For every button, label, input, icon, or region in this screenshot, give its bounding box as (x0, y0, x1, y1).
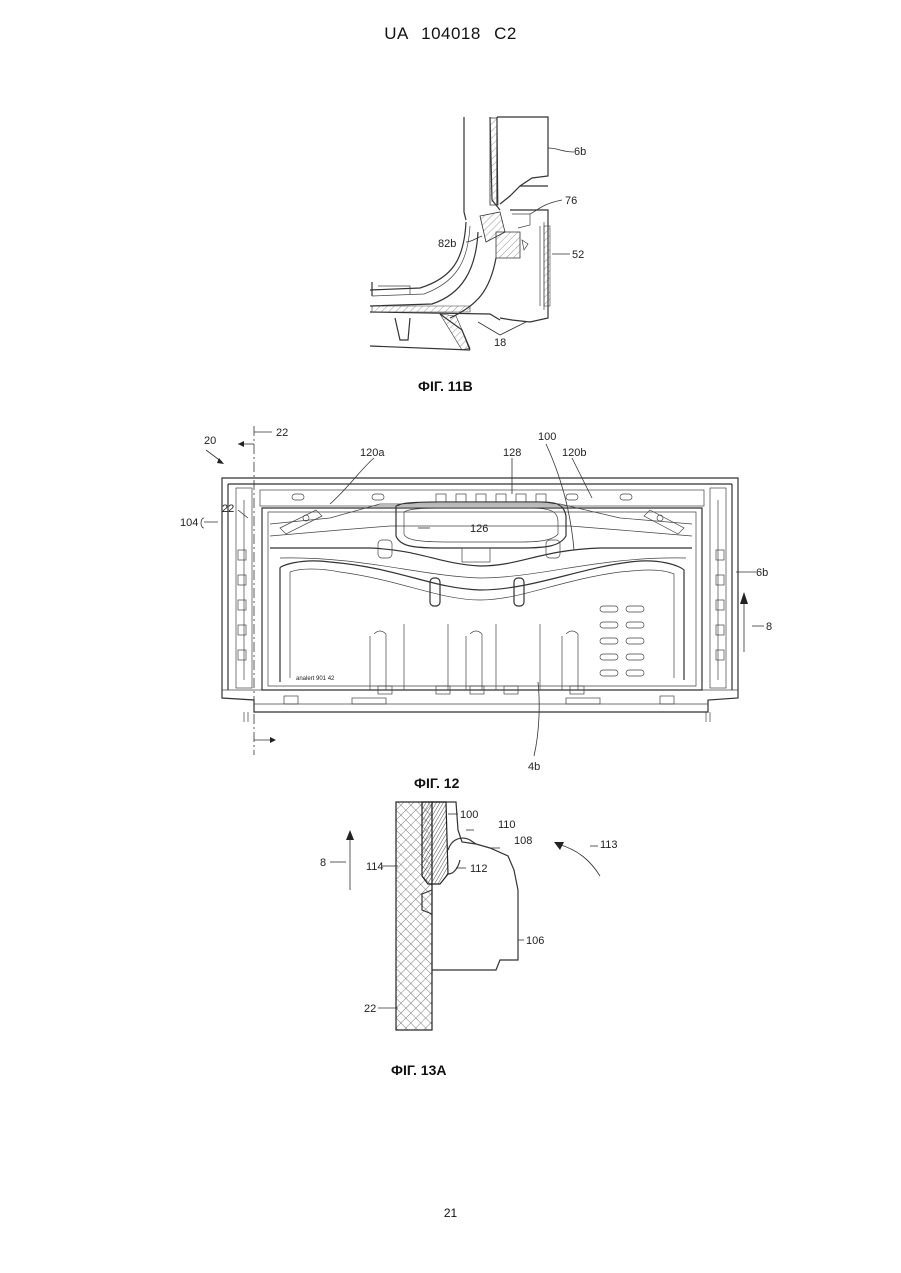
label-22-left: 22 (222, 503, 234, 515)
label-22-fig13: 22 (364, 1003, 376, 1015)
figure-11b-caption: ФІГ. 11B (418, 378, 473, 394)
figure-13a-drawing: 100 110 108 113 8 114 112 106 22 (0, 790, 901, 1090)
label-114: 114 (366, 861, 384, 873)
label-82b: 82b (438, 238, 456, 250)
figure-12-drawing: analert 901 42 22 20 120a 128 100 120b 2… (0, 400, 901, 800)
label-8-fig12: 8 (766, 621, 772, 633)
label-22-section: 22 (276, 427, 288, 439)
label-126: 126 (470, 523, 488, 535)
label-76: 76 (565, 195, 577, 207)
label-120b: 120b (562, 447, 586, 459)
label-113: 113 (600, 839, 618, 851)
figure-11b-drawing: 6b 76 82b 52 18 (0, 0, 901, 400)
label-104: 104 (180, 517, 198, 529)
label-110: 110 (498, 819, 516, 831)
label-120a: 120a (360, 447, 385, 459)
figure-13a-caption: ФІГ. 13A (391, 1062, 447, 1078)
label-8-fig13: 8 (320, 857, 326, 869)
page-number: 21 (0, 1206, 901, 1220)
label-52: 52 (572, 249, 584, 261)
stamp-text: analert 901 42 (296, 676, 335, 682)
label-100-fig13: 100 (460, 809, 478, 821)
label-18: 18 (494, 337, 506, 349)
label-128: 128 (503, 447, 521, 459)
label-6b-12: 6b (756, 567, 768, 579)
figure-12-caption: ФІГ. 12 (414, 775, 459, 791)
label-6b-11b: 6b (574, 146, 586, 158)
label-100-fig12: 100 (538, 431, 556, 443)
label-20: 20 (204, 435, 216, 447)
label-108: 108 (514, 835, 532, 847)
label-4b: 4b (528, 761, 540, 773)
label-112: 112 (470, 863, 488, 875)
label-106: 106 (526, 935, 544, 947)
